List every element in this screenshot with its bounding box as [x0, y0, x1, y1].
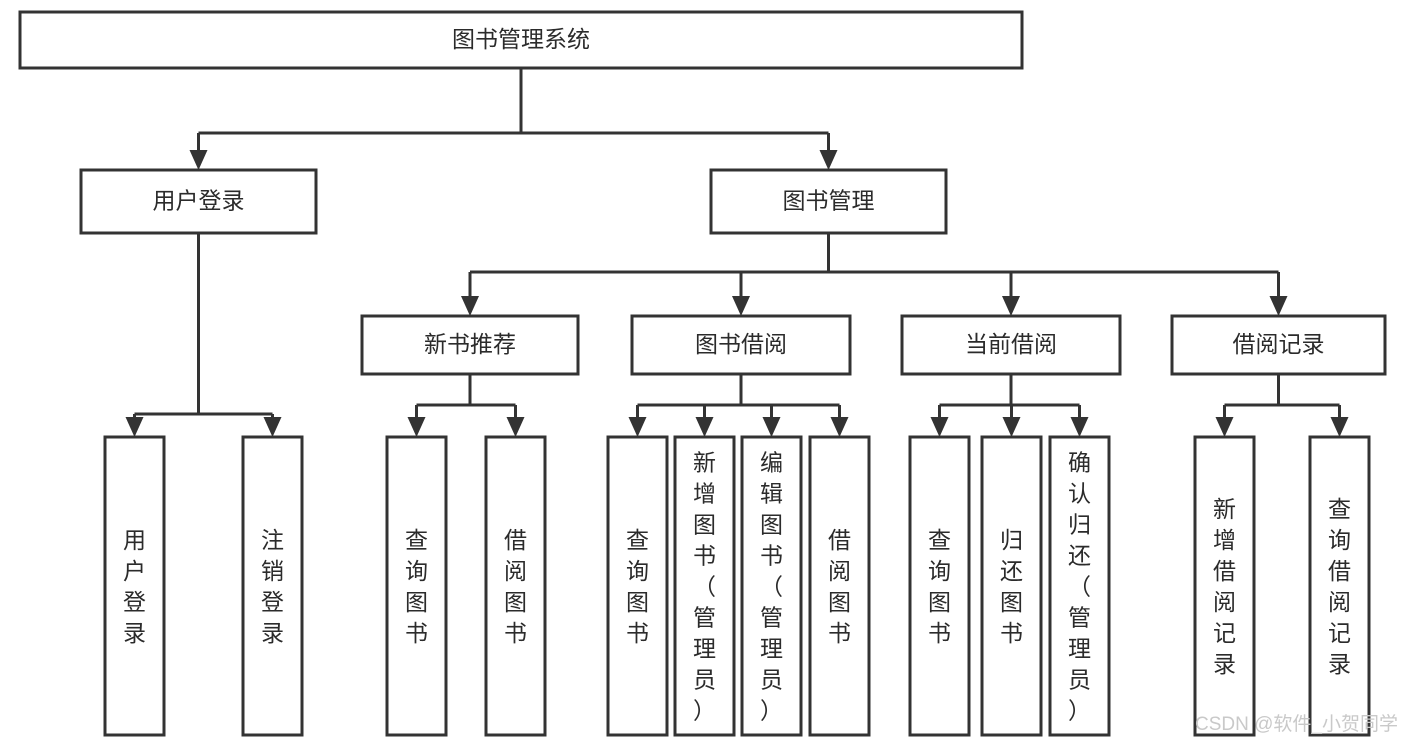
node-leaf-borrow-book-bb[interactable]: 借阅图书: [808, 435, 871, 737]
node-leaf-user-login[interactable]: 用户登录: [103, 435, 166, 737]
node-leaf-user-logout[interactable]: 注销登录: [241, 435, 304, 737]
node-leaf-add-book[interactable]: 新增图书（管理员）: [673, 435, 736, 737]
node-box-borrow-record: [1170, 314, 1387, 376]
node-label-user-login: 用户登录: [153, 188, 245, 214]
node-new-book-rec[interactable]: 新书推荐: [360, 314, 580, 376]
node-label-root: 图书管理系统: [452, 26, 590, 52]
node-user-login[interactable]: 用户登录: [79, 168, 318, 235]
node-label-leaf-query-record: 查询借阅记录: [1328, 496, 1351, 677]
node-label-leaf-confirm-return: 确认归还（管理员）: [1068, 450, 1091, 724]
node-current-borrow[interactable]: 当前借阅: [900, 314, 1122, 376]
node-label-leaf-borrow-book-bb: 借阅图书: [828, 527, 851, 646]
node-box-leaf-borrow-book-rec: [484, 435, 547, 737]
node-label-borrow-record: 借阅记录: [1233, 331, 1325, 357]
node-box-leaf-query-record: [1308, 435, 1371, 737]
node-box-leaf-query-book-bb: [606, 435, 669, 737]
node-label-leaf-user-login: 用户登录: [123, 527, 146, 646]
node-label-leaf-query-book-cb: 查询图书: [928, 527, 951, 646]
node-label-leaf-add-book: 新增图书（管理员）: [693, 450, 716, 724]
node-label-book-borrow: 图书借阅: [695, 331, 787, 357]
node-label-leaf-query-book-rec: 查询图书: [405, 527, 428, 646]
node-box-current-borrow: [900, 314, 1122, 376]
node-leaf-query-book-cb[interactable]: 查询图书: [908, 435, 971, 737]
node-borrow-record[interactable]: 借阅记录: [1170, 314, 1387, 376]
node-label-leaf-return-book: 归还图书: [1000, 527, 1023, 646]
node-leaf-query-book-bb[interactable]: 查询图书: [606, 435, 669, 737]
node-box-leaf-return-book: [980, 435, 1043, 737]
node-label-leaf-user-logout: 注销登录: [261, 527, 284, 646]
node-layer: 图书管理系统用户登录图书管理新书推荐图书借阅当前借阅借阅记录用户登录注销登录查询…: [18, 10, 1387, 737]
node-leaf-borrow-book-rec[interactable]: 借阅图书: [484, 435, 547, 737]
node-leaf-query-record[interactable]: 查询借阅记录: [1308, 435, 1371, 737]
node-label-new-book-rec: 新书推荐: [424, 331, 516, 357]
node-label-leaf-edit-book: 编辑图书（管理员）: [760, 450, 783, 724]
node-book-borrow[interactable]: 图书借阅: [630, 314, 852, 376]
node-label-leaf-borrow-book-rec: 借阅图书: [504, 527, 527, 646]
node-leaf-confirm-return[interactable]: 确认归还（管理员）: [1048, 435, 1111, 737]
node-box-leaf-borrow-book-bb: [808, 435, 871, 737]
node-box-book-manage: [709, 168, 948, 235]
node-box-leaf-add-book: [673, 435, 736, 737]
node-box-leaf-query-book-rec: [385, 435, 448, 737]
node-box-leaf-query-book-cb: [908, 435, 971, 737]
node-box-root: [18, 10, 1024, 70]
node-root[interactable]: 图书管理系统: [18, 10, 1024, 70]
node-label-leaf-query-book-bb: 查询图书: [626, 527, 649, 646]
node-box-user-login: [79, 168, 318, 235]
node-box-book-borrow: [630, 314, 852, 376]
node-book-manage[interactable]: 图书管理: [709, 168, 948, 235]
node-box-leaf-add-record: [1193, 435, 1256, 737]
node-box-leaf-confirm-return: [1048, 435, 1111, 737]
node-label-leaf-add-record: 新增借阅记录: [1213, 496, 1236, 677]
node-box-new-book-rec: [360, 314, 580, 376]
node-box-leaf-user-login: [103, 435, 166, 737]
node-leaf-add-record[interactable]: 新增借阅记录: [1193, 435, 1256, 737]
node-box-leaf-edit-book: [740, 435, 803, 737]
connector-layer: [125, 68, 1349, 437]
node-leaf-query-book-rec[interactable]: 查询图书: [385, 435, 448, 737]
node-label-book-manage: 图书管理: [783, 188, 875, 214]
node-leaf-edit-book[interactable]: 编辑图书（管理员）: [740, 435, 803, 737]
node-leaf-return-book[interactable]: 归还图书: [980, 435, 1043, 737]
node-label-current-borrow: 当前借阅: [965, 331, 1057, 357]
node-box-leaf-user-logout: [241, 435, 304, 737]
csdn-watermark: CSDN @软件_小贺同学: [1195, 713, 1398, 735]
